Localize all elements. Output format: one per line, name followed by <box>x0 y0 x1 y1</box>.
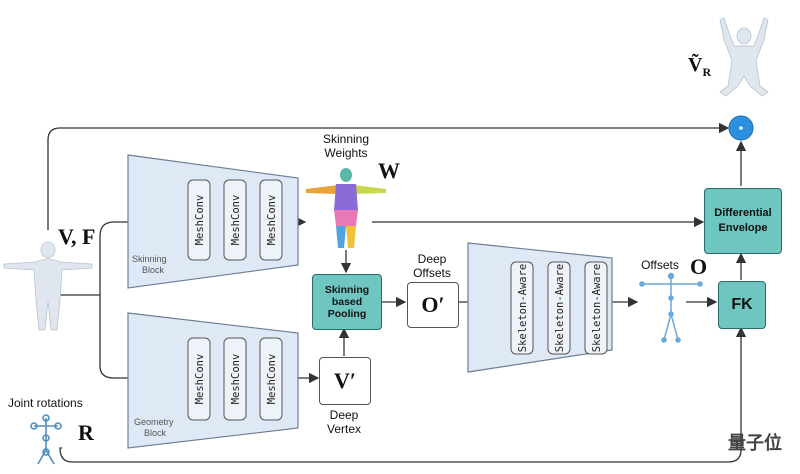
meshconv-label: MeshConv <box>230 195 242 246</box>
offsets-skeleton-figure <box>639 272 703 343</box>
geometry-meshconv-layers <box>187 337 283 421</box>
deep-vertex-box: V′ <box>319 357 371 405</box>
geometry-block <box>127 312 299 449</box>
arrow-mesh-to-output <box>47 122 730 230</box>
output-symbol-subscript: R <box>702 65 712 79</box>
output-posed-figure <box>719 17 769 97</box>
skinning-weights-figure <box>306 168 386 248</box>
offsets-symbol: O <box>690 254 708 279</box>
skinning-block-caption-2: Block <box>142 265 165 275</box>
deep-offsets-box: O′ <box>407 282 459 328</box>
joint-rotations-label: Joint rotations <box>8 396 83 410</box>
deep-offsets-label: Deep Offsets <box>413 252 451 280</box>
meshconv-label: MeshConv <box>194 195 206 246</box>
skeleton-aware-label: Skeleton-Aware <box>591 264 603 353</box>
arrow-to-geometry-block <box>99 295 184 384</box>
offsets-label: Offsets <box>641 258 679 272</box>
meshconv-label: MeshConv <box>194 354 206 405</box>
skinning-pooling-box: Skinning based Pooling <box>312 274 382 330</box>
skeleton-aware-label: Skeleton-Aware <box>554 264 566 353</box>
fk-box: FK <box>718 281 766 329</box>
skinning-block <box>127 154 299 289</box>
weights-symbol: W <box>378 158 400 183</box>
skeleton-aware-layers <box>510 261 608 355</box>
meshconv-label: MeshConv <box>230 354 242 405</box>
deep-vertex-label: Deep Vertex <box>326 408 362 436</box>
skeleton-aware-label: Skeleton-Aware <box>517 264 529 353</box>
skeleton-aware-block <box>467 242 613 373</box>
differential-envelope-box: Differential Envelope <box>704 188 782 254</box>
skeleton-aware-labels: Skeleton-Aware Skeleton-Aware Skeleton-A… <box>517 264 603 353</box>
watermark: 量子位 <box>728 433 782 453</box>
rotations-symbol: R <box>78 420 94 445</box>
geometry-block-caption-1: Geometry <box>134 417 174 427</box>
input-mesh-figure <box>3 241 93 331</box>
skinning-block-caption-1: Skinning <box>132 254 167 264</box>
meshconv-label: MeshConv <box>266 354 278 405</box>
meshconv-labels: MeshConv MeshConv MeshConv MeshConv Mesh… <box>194 195 278 405</box>
arrow-to-skinning-block <box>99 216 184 295</box>
skinning-weights-label: Skinning Weights <box>322 132 370 160</box>
meshconv-label: MeshConv <box>266 195 278 246</box>
arrow-rotations-to-fk <box>59 326 747 463</box>
geometry-block-caption-2: Block <box>144 428 167 438</box>
mesh-symbol: V, F <box>58 224 96 249</box>
skinning-meshconv-layers <box>187 179 283 261</box>
output-symbol-main: Ṽ <box>688 54 703 76</box>
joint-rotations-figure <box>30 414 62 465</box>
output-symbol: ṼR <box>688 54 711 80</box>
